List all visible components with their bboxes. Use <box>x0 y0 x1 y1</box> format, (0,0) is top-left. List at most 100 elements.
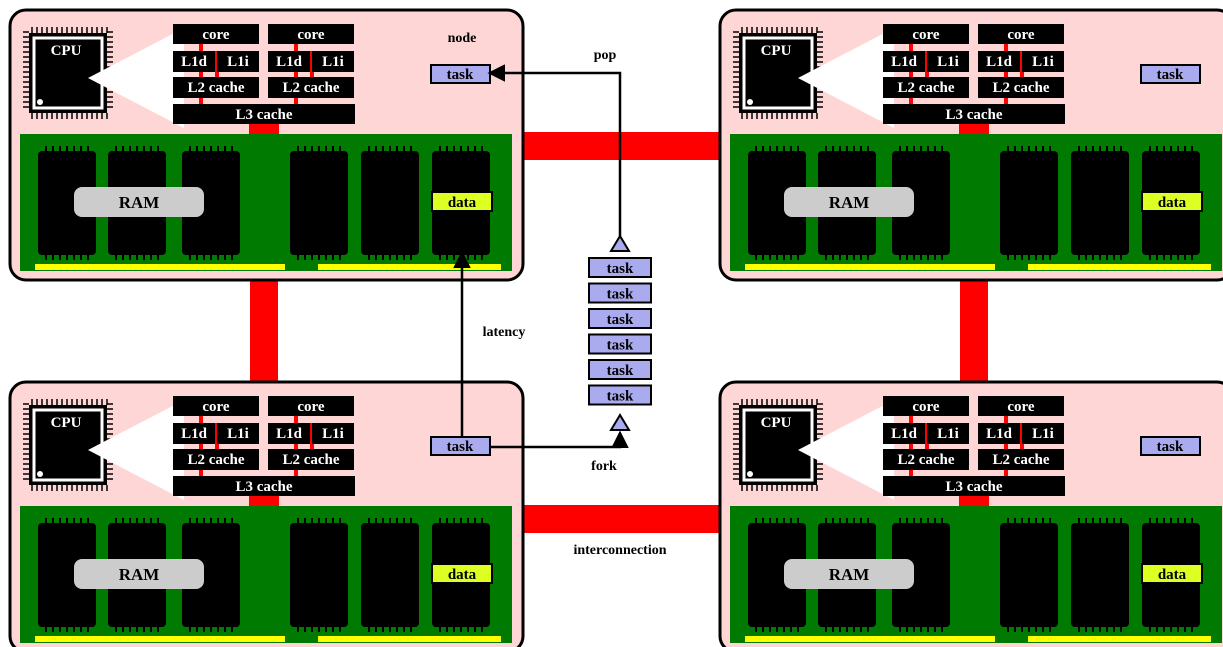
data-label: data <box>1158 567 1187 583</box>
l1d-box <box>978 423 1020 444</box>
l1d-box <box>173 51 215 72</box>
l2-label: L2 cache <box>282 452 339 468</box>
l1d-label: L1d <box>986 426 1013 442</box>
l2-label: L2 cache <box>897 452 954 468</box>
l1i-label: L1i <box>1032 54 1054 70</box>
queue-task-box <box>588 282 652 304</box>
ram-label-box <box>784 187 914 217</box>
l1i-label: L1i <box>322 426 344 442</box>
data-label: data <box>448 195 477 211</box>
l1i-box <box>217 423 259 444</box>
cpu-label: CPU <box>51 43 82 59</box>
memory-chips <box>38 146 490 260</box>
core-box <box>883 396 969 416</box>
core-box <box>173 396 259 416</box>
ram-pins-right <box>318 264 501 270</box>
memory-chips <box>748 518 1200 632</box>
queue-task-box <box>588 384 652 406</box>
l2-box <box>173 77 259 98</box>
cpu-label: CPU <box>761 43 792 59</box>
l1i-label: L1i <box>937 426 959 442</box>
interconnect-bottom-horizontal <box>515 505 725 533</box>
memory-chip-icon <box>38 523 96 627</box>
memory-chip-icon <box>182 151 240 255</box>
task-label: task <box>1157 439 1184 455</box>
l3-label: L3 cache <box>235 107 292 123</box>
cpu-chip-icon: CPU <box>733 27 823 119</box>
core-label: core <box>202 399 230 415</box>
l2-label: L2 cache <box>282 80 339 96</box>
l2-box <box>268 449 354 470</box>
task-label: task <box>447 67 474 83</box>
l3-label: L3 cache <box>945 107 1002 123</box>
l1d-box <box>268 51 310 72</box>
data-box <box>431 563 493 584</box>
task-label: task <box>447 439 474 455</box>
l3-label: L3 cache <box>945 479 1002 495</box>
ram-label: RAM <box>829 193 870 212</box>
core-box <box>978 396 1064 416</box>
interconnect-right-vertical <box>960 275 988 387</box>
ram-pins-left <box>35 264 285 270</box>
core-label: core <box>1007 27 1035 43</box>
memory-chip-icon <box>361 151 419 255</box>
memory-chip-icon <box>748 523 806 627</box>
l1d-label: L1d <box>276 426 303 442</box>
memory-chip-icon <box>1000 151 1058 255</box>
l2-box <box>883 449 969 470</box>
l1d-box <box>883 423 925 444</box>
l1d-label: L1d <box>891 426 918 442</box>
core-box <box>173 24 259 44</box>
ram-pins-right <box>318 636 501 642</box>
zoom-callout <box>798 28 894 128</box>
l1d-label: L1d <box>986 54 1013 70</box>
queue-task-label: task <box>607 287 634 303</box>
ram-pins-right <box>1028 636 1211 642</box>
core-label: core <box>297 27 325 43</box>
arrows <box>453 64 629 449</box>
l1i-box <box>217 51 259 72</box>
cpu-chip-icon: CPU <box>733 399 823 491</box>
queue-task-label: task <box>607 261 634 277</box>
core-label: core <box>297 399 325 415</box>
annotations: pop fork latency interconnection <box>483 48 667 558</box>
data-label: data <box>448 567 477 583</box>
pop-arrow <box>487 64 622 236</box>
core-box <box>268 396 354 416</box>
ram-pins-left <box>745 636 995 642</box>
cpu-chip-icon: CPU <box>23 27 113 119</box>
ram-label: RAM <box>119 193 160 212</box>
l3-box <box>173 476 355 496</box>
core-label: core <box>202 27 230 43</box>
l1i-label: L1i <box>1032 426 1054 442</box>
l3-box <box>883 476 1065 496</box>
memory-chip-icon <box>290 523 348 627</box>
task-box <box>430 436 491 456</box>
l1d-label: L1d <box>181 426 208 442</box>
cpu-label: CPU <box>761 415 792 431</box>
ram-label-box <box>74 187 204 217</box>
queue-task-label: task <box>607 312 634 328</box>
data-label: data <box>1158 195 1187 211</box>
fork-arrow <box>491 430 629 449</box>
l1i-box <box>927 423 969 444</box>
l3-label: L3 cache <box>235 479 292 495</box>
interconnection-label: interconnection <box>573 543 666 558</box>
queue-top-triangle-icon <box>609 234 631 252</box>
ram-pins-left <box>745 264 995 270</box>
memory-chip-icon <box>892 523 950 627</box>
ram-pins-right <box>1028 264 1211 270</box>
l1d-label: L1d <box>891 54 918 70</box>
fork-label: fork <box>591 459 617 474</box>
memory-chip-icon <box>1071 523 1129 627</box>
